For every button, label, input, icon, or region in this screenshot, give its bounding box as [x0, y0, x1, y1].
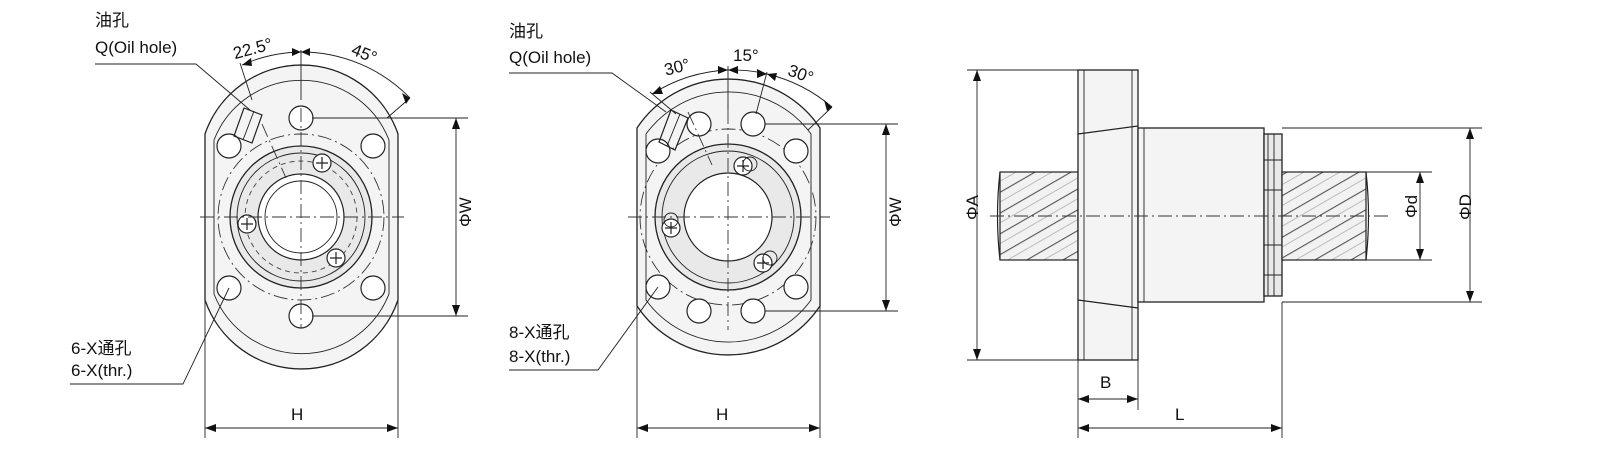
front-view-8-hole: 30° 15° 30° 油孔 Q(Oil hole) ΦW H 8-X通孔 8-… [509, 22, 905, 438]
flange-side [1077, 69, 1139, 361]
holes-en-label: 6-X(thr.) [71, 361, 132, 380]
holes-cn-label: 6-X通孔 [71, 339, 131, 358]
dim-h-label: H [716, 405, 728, 424]
mounting-holes-8 [645, 111, 809, 324]
angle-30-right-label: 30° [785, 61, 816, 88]
holes-cn-label: 8-X通孔 [509, 323, 569, 342]
oil-hole [233, 107, 263, 144]
oil-hole-en-label: Q(Oil hole) [509, 48, 591, 67]
dim-b-label: B [1100, 373, 1111, 392]
angle-30-left-label: 30° [662, 55, 692, 80]
seal-wiper [1263, 133, 1283, 297]
dim-phi-w-label: ΦW [886, 197, 905, 227]
oil-hole-cn-label: 油孔 [95, 11, 129, 30]
dim-phi-a-label: ΦA [963, 194, 982, 220]
dim-phi-d-large-label: ΦD [1456, 194, 1475, 220]
side-view: ΦA Φd ΦD B L [963, 69, 1482, 438]
dim-phi-w-label: ΦW [456, 197, 475, 227]
angle-15-label: 15° [733, 46, 759, 65]
front-view-6-hole: 22.5° 45° 油孔 Q(Oil hole) ΦW H 6-X通孔 6-X(… [70, 11, 475, 438]
screw-icon [661, 156, 778, 273]
dim-h-label: H [291, 405, 303, 424]
oil-hole-en-label: Q(Oil hole) [95, 38, 177, 57]
oil-hole [658, 109, 689, 151]
angle-22-5-label: 22.5° [231, 34, 274, 63]
screw-icon [237, 153, 346, 268]
angle-45-label: 45° [349, 40, 380, 67]
oil-hole-cn-label: 油孔 [509, 22, 543, 41]
dim-l-label: L [1175, 405, 1184, 424]
nut-body-side [1137, 127, 1265, 303]
holes-en-label: 8-X(thr.) [509, 347, 570, 366]
dim-phi-d-small-label: Φd [1402, 195, 1421, 218]
